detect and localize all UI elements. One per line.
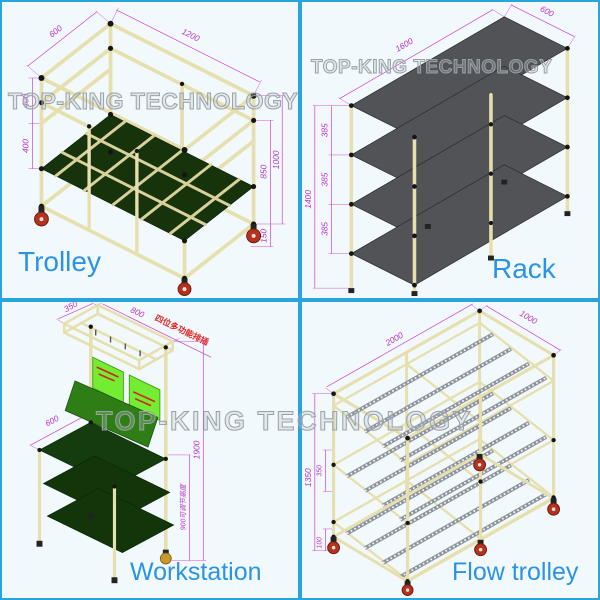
trolley-drawing: 600 1200 400 400 850 1000 150 <box>21 7 286 297</box>
rack-dim-gap-2: 385 <box>320 172 330 186</box>
product-label-flow-trolley: Flow trolley <box>452 558 579 586</box>
workstation-hooks <box>95 329 141 357</box>
flow-trolley-drawing: 2000 1000 1350 350 100 <box>303 303 562 597</box>
watermark-bottom: TOP-KING TECHNOLOGY <box>95 406 474 437</box>
trolley-dim-caster: 150 <box>258 229 268 243</box>
workstation-feet <box>36 513 172 584</box>
trolley-dim-inner: 850 <box>258 164 268 178</box>
flow-dim-caster: 100 <box>317 537 324 549</box>
flow-dim-depth: 1000 <box>518 308 539 326</box>
product-label-workstation: Workstation <box>130 558 262 586</box>
workstation-dim-total: 1900 <box>191 440 201 459</box>
workstation-drawing: 350 800 四位多功能排插 600 1900 900可调节高度 <box>29 302 212 584</box>
workstation-top-frame <box>62 303 174 371</box>
flow-casters <box>327 453 561 597</box>
workstation-joints <box>37 324 168 489</box>
rack-joints <box>348 46 570 288</box>
rack-dim-width: 1600 <box>394 36 415 54</box>
quadrant-rack: 1600 600 385 385 385 1400 <box>300 0 600 300</box>
trolley-dim-total: 1000 <box>271 150 281 169</box>
workstation-dim-width: 800 <box>129 305 146 320</box>
flow-roller-levels <box>332 321 555 582</box>
product-label-rack: Rack <box>492 253 556 284</box>
trolley-dim-width: 1200 <box>180 26 201 43</box>
watermark-top-right: TOP-KING TECHNOLOGY <box>310 57 553 79</box>
workstation-note-powerstrip: 四位多功能排插 <box>153 313 211 348</box>
rack-feet <box>348 179 571 297</box>
watermark-top-left: TOP-KING TECHNOLOGY <box>7 88 299 115</box>
workstation-legs <box>37 448 117 579</box>
trolley-dim-lower: 400 <box>21 139 31 153</box>
workstation-sloped-shelf <box>64 380 159 448</box>
rack-drawing: 1600 600 385 385 385 1400 <box>303 4 576 297</box>
trolley-casters <box>34 206 261 297</box>
workstation-dim-depth: 350 <box>62 302 79 314</box>
flow-dim-segment: 350 <box>317 465 324 477</box>
workstation-shelves <box>38 421 175 554</box>
quadrant-flow-trolley: 2000 1000 1350 350 100 <box>300 300 600 600</box>
trolley-dim-depth: 600 <box>47 23 64 40</box>
flow-roller-strips <box>345 332 548 579</box>
workstation-caster-wheel <box>159 552 172 565</box>
quadrant-workstation: 350 800 四位多功能排插 600 1900 900可调节高度 <box>0 300 300 600</box>
rack-dim-depth: 600 <box>539 4 556 19</box>
trolley-mid-posts <box>87 124 139 257</box>
flow-dim-width: 2000 <box>383 330 405 349</box>
rack-dim-gap-3: 385 <box>320 222 330 236</box>
product-label-trolley: Trolley <box>18 246 101 277</box>
trolley-joints <box>38 20 257 281</box>
workstation-dim-adjustable: 900可调节高度 <box>180 483 188 530</box>
flow-dim-total: 1350 <box>303 468 313 487</box>
workstation-kanban-panels <box>92 356 161 422</box>
workstation-dim-surface: 600 <box>43 413 60 429</box>
rack-shelves <box>350 16 569 286</box>
rack-dim-gap-1: 385 <box>320 123 330 137</box>
quadrant-trolley: 600 1200 400 400 850 1000 150 <box>0 0 300 300</box>
trolley-dim-upper: 400 <box>21 93 31 107</box>
rack-dim-total: 1400 <box>303 190 313 209</box>
